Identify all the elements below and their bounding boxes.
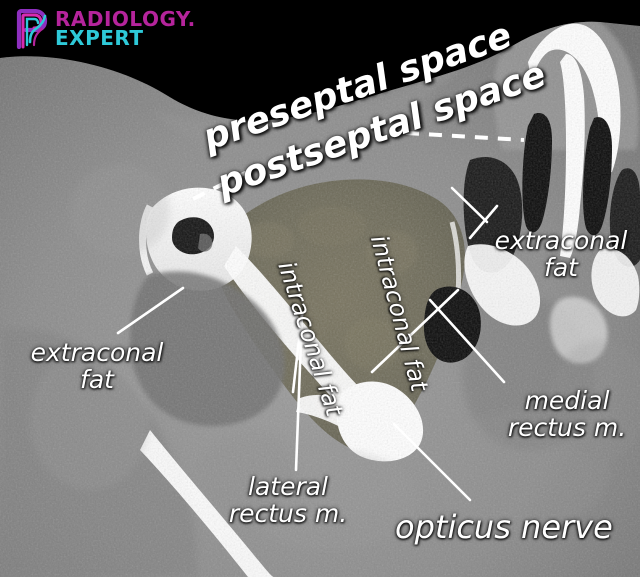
logo-wordmark: RADIOLOGY. EXPERT (55, 7, 196, 50)
label-extraconal-fat-right: extraconal fat (487, 226, 635, 282)
logo-line-expert: EXPERT (55, 26, 144, 50)
label-extraconal-fat-left: extraconal fat (18, 338, 176, 394)
radiology-expert-logo[interactable]: RADIOLOGY. EXPERT (14, 9, 196, 49)
radiology-expert-r-logo-icon (16, 9, 48, 49)
label-extraconal-fat-right-line2: fat (544, 252, 578, 282)
label-extraconal-fat-left-line2: fat (80, 364, 114, 394)
label-opticus-nerve: opticus nerve (395, 508, 613, 546)
label-lateral-rectus-muscle: lateral rectus m. (214, 472, 362, 528)
label-medial-rectus-line2: rectus m. (507, 412, 627, 442)
label-lateral-rectus-line2: rectus m. (228, 498, 348, 528)
logo-line-radiology: RADIOLOGY. (55, 7, 196, 31)
label-lateral-rectus-line1: lateral (248, 472, 328, 501)
label-medial-rectus-muscle: medial rectus m. (500, 386, 634, 442)
label-extraconal-fat-left-line1: extraconal (30, 338, 164, 367)
label-extraconal-fat-right-line1: extraconal (494, 226, 628, 255)
label-medial-rectus-line1: medial (524, 386, 610, 415)
